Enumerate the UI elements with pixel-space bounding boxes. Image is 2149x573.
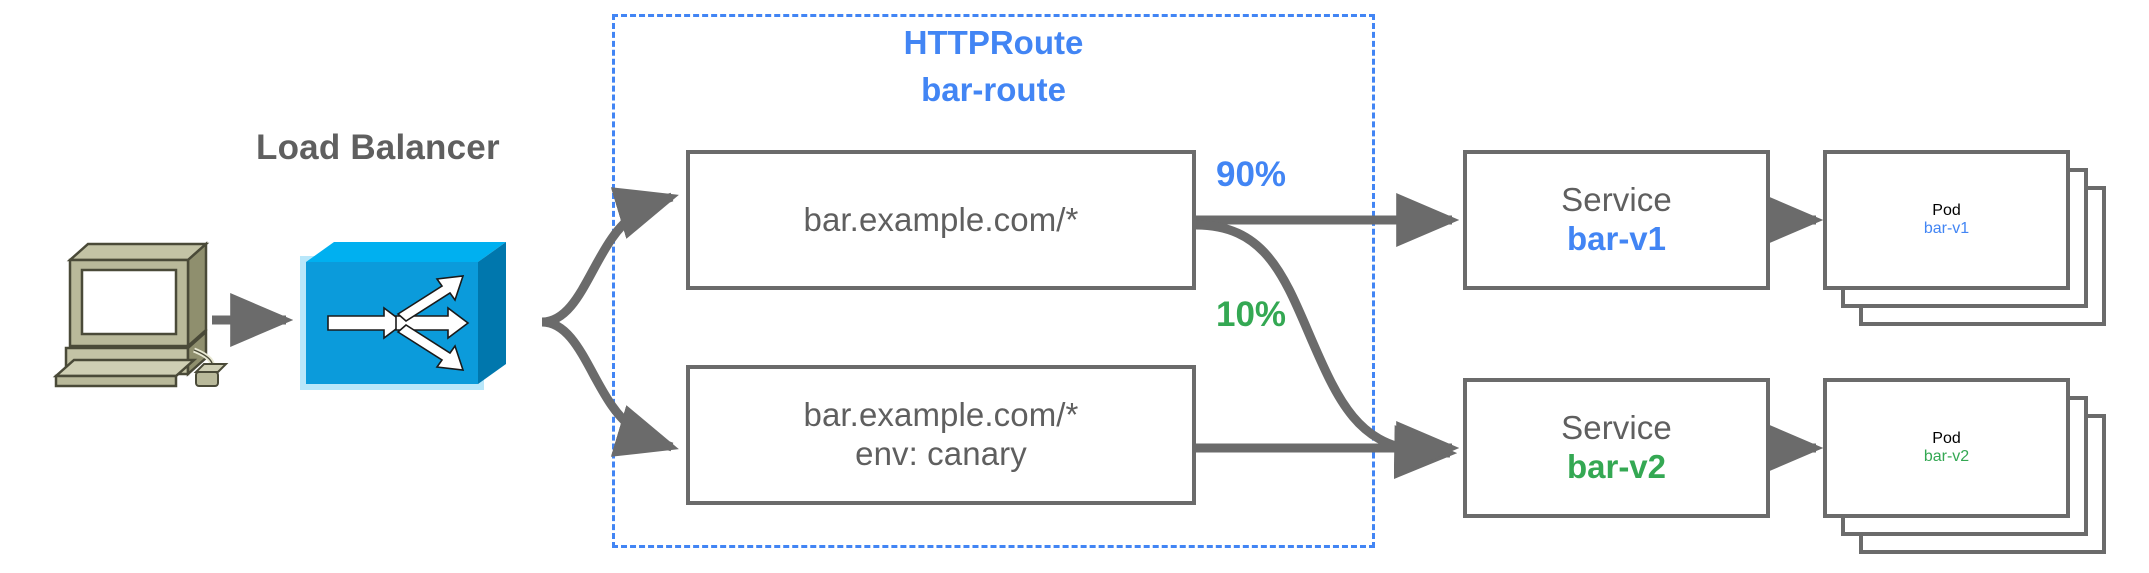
pod-name-label-2: bar-v2	[1923, 448, 1970, 465]
service-name-label-2: bar-v2	[1566, 448, 1667, 485]
service-kind-label-2: Service	[1561, 409, 1672, 447]
pod-replica-front-1[interactable]: Pod bar-v1	[1823, 150, 2070, 290]
httproute-kind-label: HTTPRoute	[903, 24, 1084, 61]
pod-kind-label-2: Pod	[1932, 430, 1961, 447]
rule-2-match-line-2: env: canary	[855, 435, 1027, 472]
httproute-rule-box-2[interactable]: bar.example.com/* env: canary	[686, 365, 1196, 505]
httproute-title: HTTPRoute bar-route	[612, 20, 1375, 114]
pod-stack-bar-v1[interactable]: Pod bar-v1	[1823, 150, 2113, 330]
pod-replica-front-1-b[interactable]: Pod bar-v2	[1823, 378, 2070, 518]
httproute-rule-box-1[interactable]: bar.example.com/*	[686, 150, 1196, 290]
rule-2-match-line-1: bar.example.com/*	[803, 396, 1079, 434]
load-balancer-label: Load Balancer	[256, 128, 500, 167]
pod-kind-label-1: Pod	[1932, 202, 1961, 219]
computer-icon	[36, 238, 246, 398]
rule-1-match-line-1: bar.example.com/*	[803, 200, 1079, 238]
network-switch-icon	[296, 240, 536, 404]
weight-label-10: 10%	[1216, 295, 1287, 334]
httproute-name-label: bar-route	[921, 70, 1066, 108]
service-name-label-1: bar-v1	[1566, 220, 1667, 257]
weight-label-90: 90%	[1216, 155, 1287, 194]
service-kind-label-1: Service	[1561, 181, 1672, 219]
pod-name-label-1: bar-v1	[1923, 220, 1970, 237]
service-box-bar-v1[interactable]: Service bar-v1	[1463, 150, 1770, 290]
service-box-bar-v2[interactable]: Service bar-v2	[1463, 378, 1770, 518]
pod-stack-bar-v2[interactable]: Pod bar-v2	[1823, 378, 2113, 558]
